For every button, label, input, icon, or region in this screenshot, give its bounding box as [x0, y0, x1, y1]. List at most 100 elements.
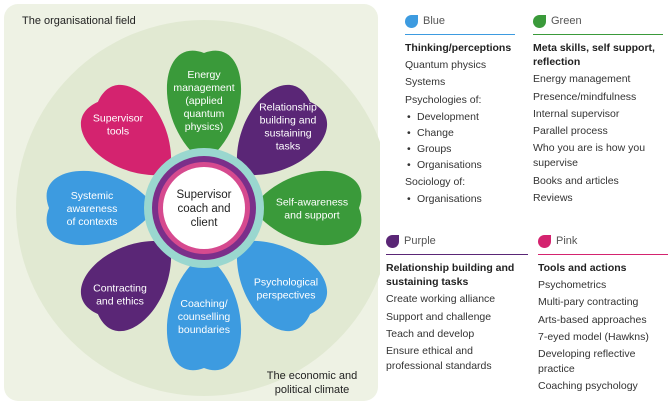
label-line: political climate: [275, 384, 350, 396]
legend-item: Support and challenge: [386, 310, 492, 323]
petal-shape-coaching: [166, 253, 242, 371]
label-line: Systemic: [71, 190, 114, 202]
legend-blue-rule: [405, 33, 515, 35]
legend-item: Change: [405, 126, 515, 141]
legend-item: Reviews: [533, 191, 573, 204]
petal-shape-systemic: [46, 170, 156, 246]
legend-item: Psychometrics: [538, 279, 607, 292]
legend-green-rule: [533, 33, 663, 35]
legend-green: Green Meta skills, self support, reflect…: [533, 14, 663, 208]
legend-blue-label: Blue: [423, 15, 446, 27]
legend-green-label: Green: [551, 15, 582, 27]
petal-shape-relationship: [236, 84, 328, 176]
blue-drop-icon: [405, 15, 418, 29]
legend-purple-header: Purple: [386, 234, 528, 250]
legend-item: Books and articles: [533, 174, 619, 187]
legend-item: Systems: [405, 76, 446, 89]
legend-blue-header: Blue: [405, 14, 515, 30]
label-line: physics): [185, 121, 224, 133]
legend-item: Parallel process: [533, 124, 608, 137]
label-line: quantum: [184, 108, 225, 120]
label-line: Supervisor: [93, 113, 144, 125]
legend-green-header: Green: [533, 14, 663, 30]
label-line: Self-awareness: [276, 197, 348, 209]
label-line: and ethics: [96, 296, 144, 308]
legend-item: Who you are is how you supervise: [533, 142, 646, 170]
legend-purple: Purple Relationship building and sustain…: [386, 234, 528, 376]
label-line: Energy: [187, 69, 221, 81]
legend-purple-label: Purple: [404, 235, 436, 247]
label-line: Relationship: [259, 102, 317, 114]
legend-item: Psychologies of:: [405, 93, 482, 106]
label-line: tasks: [276, 141, 301, 153]
legend-purple-title: Relationship building and sustaining tas…: [386, 261, 515, 289]
petal-shape-psychological: [236, 240, 328, 332]
label-line: of contexts: [67, 216, 118, 228]
legend-item: Ensure ethical and professional standard…: [386, 344, 492, 373]
label-line: client: [191, 217, 219, 229]
legend-item: Quantum physics: [405, 59, 487, 72]
legend-item: Presence/mindfulness: [533, 90, 637, 103]
legend-blue-title: Thinking/perceptions: [405, 41, 512, 54]
legend-item: Create working alliance: [386, 293, 496, 306]
legend-pink-label: Pink: [556, 235, 578, 247]
label-line: Coaching/: [180, 298, 227, 310]
label-line: Supervisor: [177, 189, 232, 201]
legend-item: Multi-pary contracting: [538, 296, 639, 309]
label-line: counselling: [178, 311, 231, 323]
label-line: boundaries: [178, 324, 230, 336]
legend-item: Energy management: [533, 73, 631, 86]
legend-purple-rule: [386, 253, 528, 255]
center-label: Supervisor coach and client: [177, 189, 232, 229]
label-line: Psychological: [254, 277, 318, 289]
center-circle: [163, 167, 245, 249]
green-drop-icon: [533, 15, 546, 29]
petal-shape-energy: [166, 50, 242, 163]
pink-drop-icon: [538, 235, 551, 249]
organisational-field-label: The organisational field: [22, 15, 136, 27]
label-line: tools: [107, 126, 129, 138]
label-line: building and: [260, 115, 317, 127]
label-line: sustaining: [264, 128, 311, 140]
legend-item: Coaching psychology: [538, 380, 638, 393]
label-line: coach and: [177, 203, 230, 215]
label-line: management: [173, 82, 234, 94]
label-line: Contracting: [93, 283, 147, 295]
label-line: awareness: [67, 203, 118, 215]
legend-item: Organisations: [405, 192, 515, 207]
petal-shape-supervisor-tools: [80, 84, 172, 176]
label-line: and support: [284, 210, 340, 222]
legend-item: 7-eyed model (Hawkns): [538, 330, 649, 343]
legend-item: Sociology of:: [405, 175, 466, 188]
petal-shape-contracting: [80, 240, 172, 332]
legend-pink-title: Tools and actions: [538, 261, 627, 274]
legend-item: Groups: [405, 142, 515, 157]
legend-item: Developing reflective practice: [538, 347, 636, 376]
legend-item: Internal supervisor: [533, 107, 620, 120]
legend-item: Development: [405, 110, 515, 125]
legend-blue: Blue Thinking/perceptions Quantum physic…: [405, 14, 515, 208]
petal-shape-self-awareness: [252, 170, 362, 246]
legend-item: Teach and develop: [386, 327, 475, 340]
label-line: perspectives: [257, 290, 316, 302]
